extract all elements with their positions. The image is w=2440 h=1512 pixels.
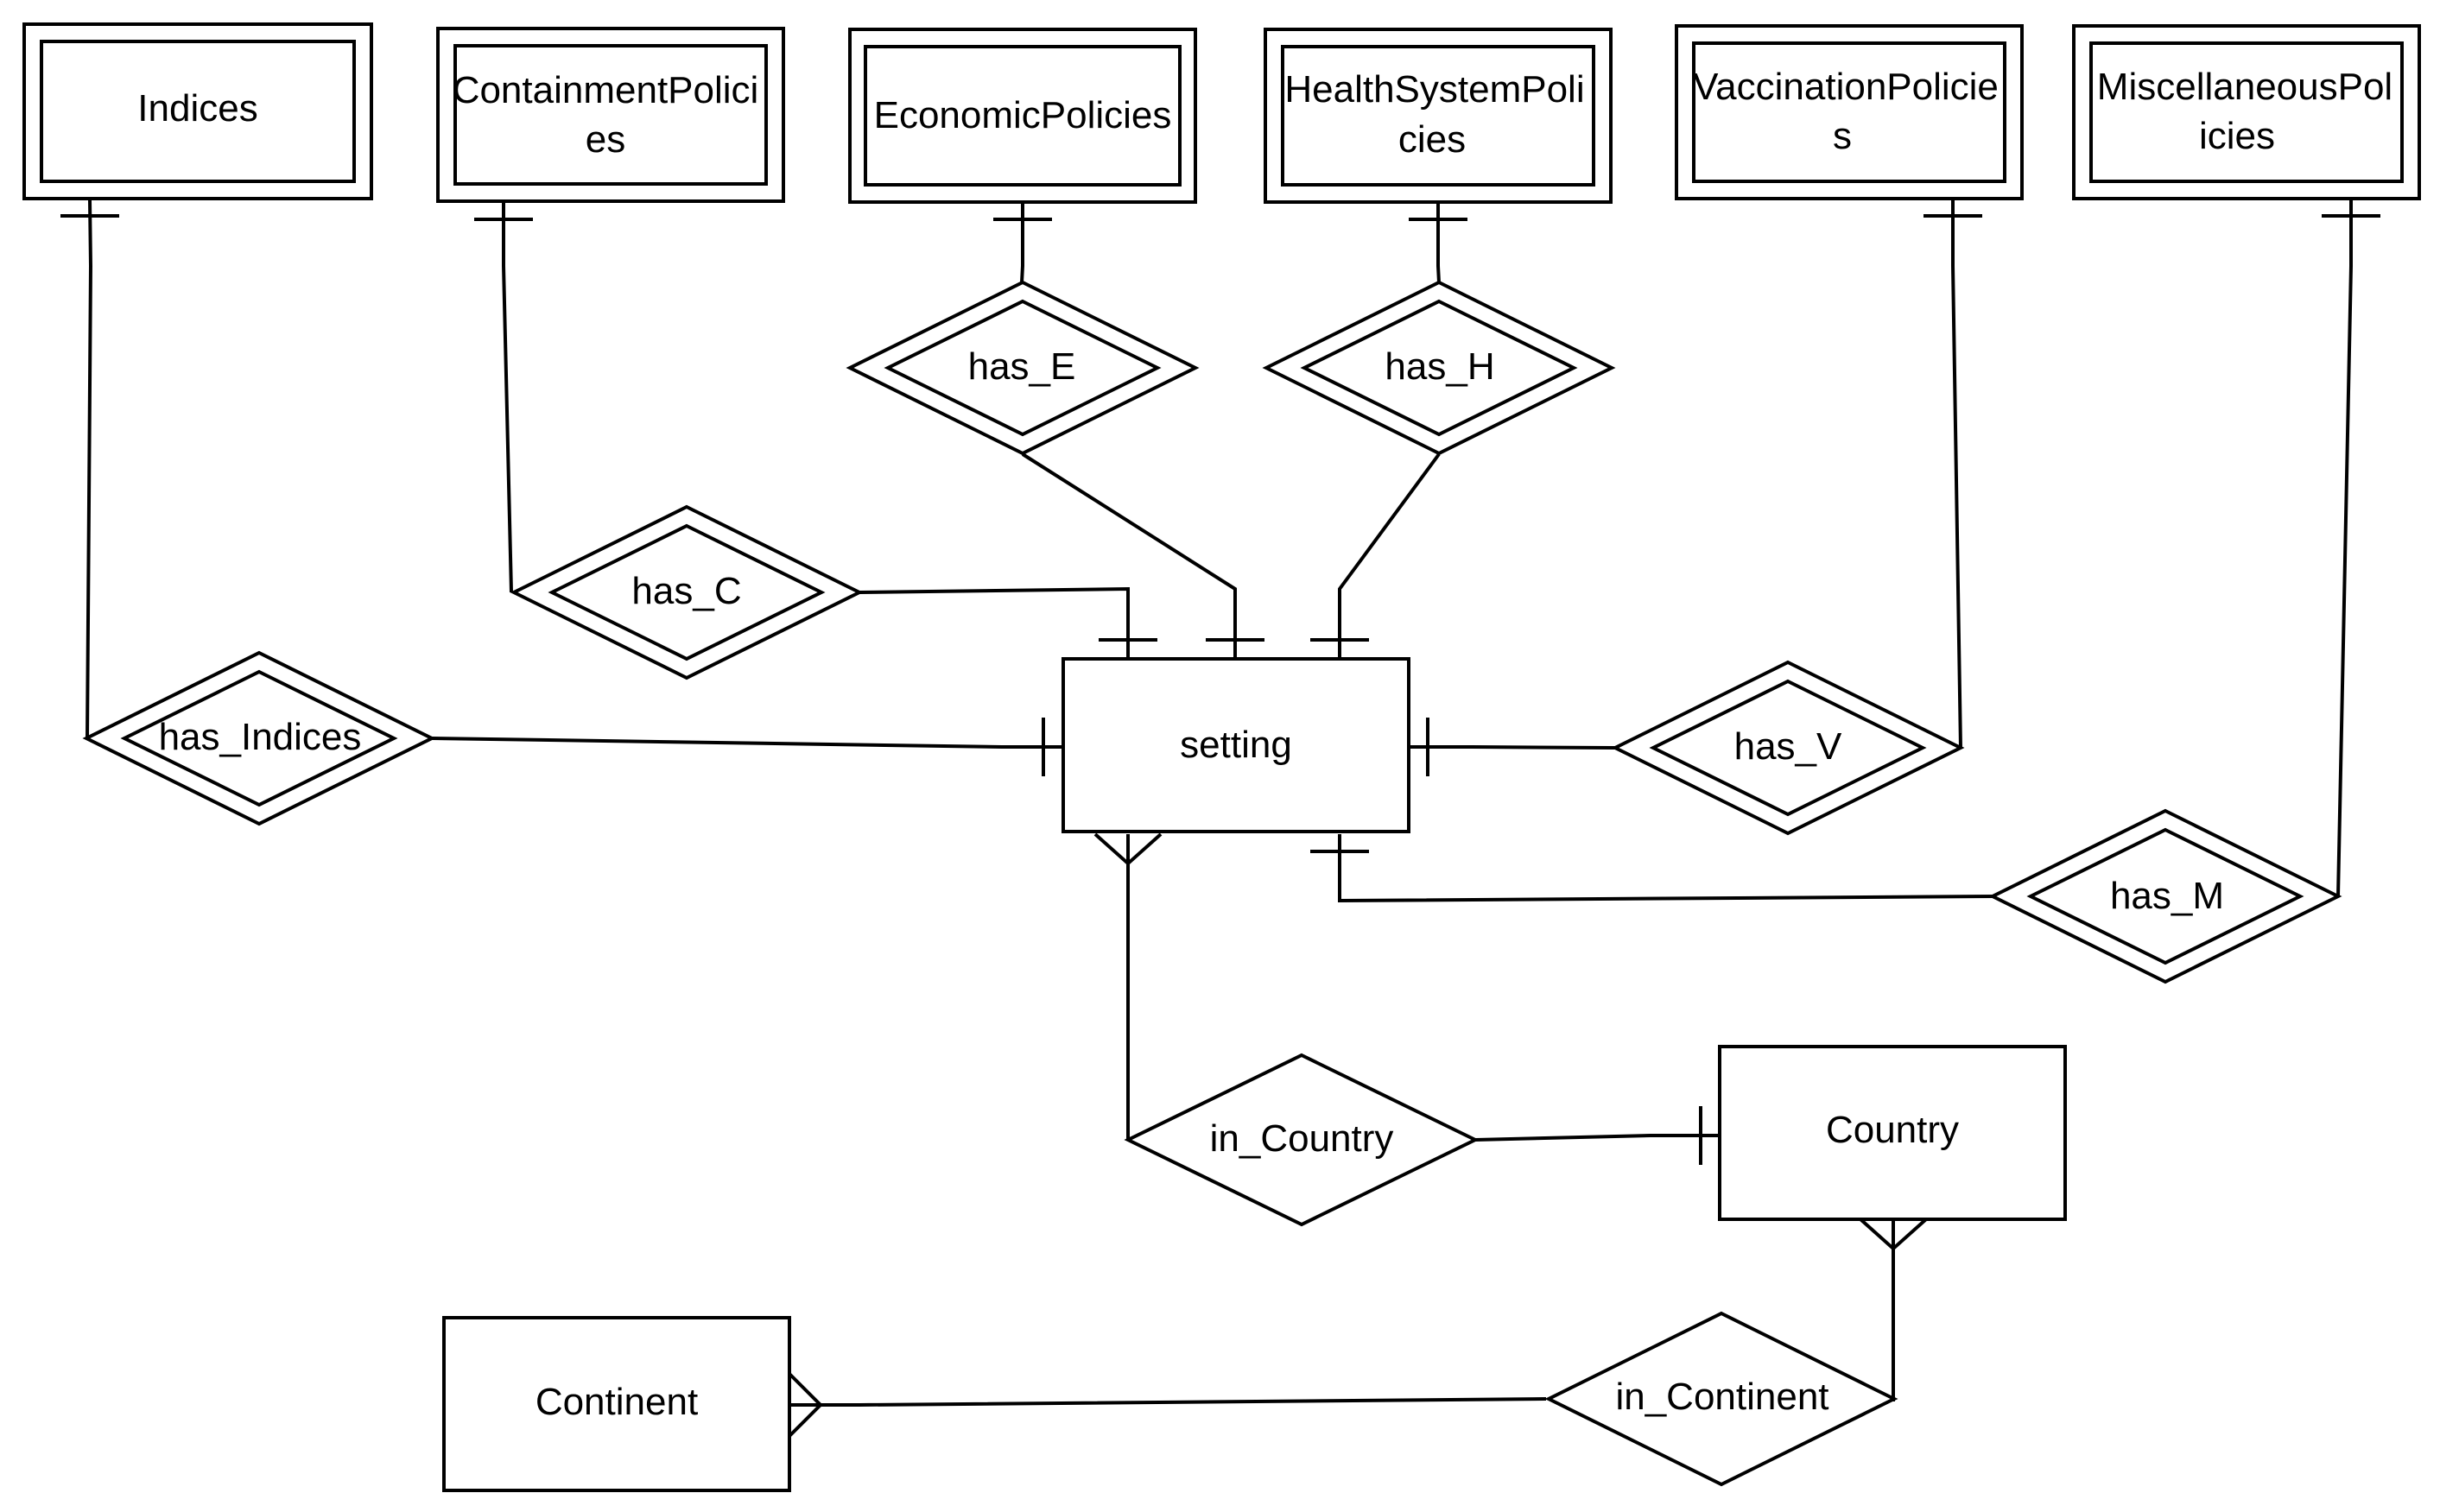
relationship-has-e[interactable]: has_E bbox=[846, 280, 1200, 456]
relationship-inner-border bbox=[548, 523, 826, 661]
entity-inner-border bbox=[1692, 41, 2006, 183]
entity-label-line-2: s bbox=[1833, 115, 1852, 157]
relationship-inner-border bbox=[884, 299, 1162, 437]
relationship-in-continent[interactable]: in_Continent bbox=[1544, 1311, 1898, 1487]
connector-has-m-setting bbox=[1338, 834, 1995, 903]
relationship-label: has_V bbox=[1734, 725, 1842, 768]
relationship-inner-border bbox=[2026, 827, 2304, 965]
entity-inner-border bbox=[453, 44, 768, 186]
relationship-inner-border bbox=[120, 669, 398, 807]
connector-misc-has-m bbox=[2336, 199, 2353, 897]
relationship-in-country[interactable]: in_Country bbox=[1124, 1053, 1480, 1227]
entity-label-line-1: VaccinationPolicie bbox=[1693, 66, 1999, 108]
connector-containment-has-c bbox=[502, 202, 513, 593]
entity-inner-border bbox=[864, 45, 1182, 187]
many-marker-setting bbox=[1093, 832, 1163, 866]
connector-has-v-setting bbox=[1409, 745, 1616, 750]
connector-has-e-setting bbox=[1021, 452, 1237, 657]
entity-label-line-2: es bbox=[586, 118, 625, 161]
entity-border bbox=[442, 1316, 791, 1492]
entity-label: EconomicPolicies bbox=[874, 94, 1172, 136]
relationship-has-h[interactable]: has_H bbox=[1262, 280, 1616, 456]
connector-health-has-h bbox=[1436, 203, 1441, 283]
entity-inner-border bbox=[2089, 41, 2404, 183]
entity-label-line-2: cies bbox=[1398, 118, 1466, 161]
entity-economic-policies[interactable]: EconomicPolicies bbox=[848, 28, 1197, 204]
entity-label-line-1: ContainmentPolici bbox=[453, 69, 759, 111]
entity-border bbox=[1062, 657, 1410, 833]
entity-vaccination-policies[interactable]: VaccinationPolicie s bbox=[1675, 24, 2024, 200]
entity-health-system-policies[interactable]: HealthSystemPoli cies bbox=[1264, 28, 1613, 204]
relationship-label: in_Country bbox=[1210, 1117, 1394, 1160]
connector-indices-has-indices bbox=[86, 199, 93, 739]
relationship-has-c[interactable]: has_C bbox=[510, 504, 864, 680]
entity-label-line-1: MiscellaneousPol bbox=[2097, 66, 2392, 108]
relationship-label: has_M bbox=[2110, 875, 2224, 917]
relationship-border bbox=[1544, 1311, 1898, 1487]
many-marker-country bbox=[1859, 1218, 1928, 1251]
relationship-label: has_Indices bbox=[159, 716, 362, 758]
entity-border bbox=[1718, 1045, 2067, 1221]
entity-label: Continent bbox=[536, 1381, 698, 1423]
relationship-border bbox=[1124, 1053, 1480, 1227]
entity-country[interactable]: Country bbox=[1718, 1045, 2067, 1221]
relationship-has-indices[interactable]: has_Indices bbox=[82, 650, 436, 826]
relationship-label: has_H bbox=[1385, 345, 1494, 388]
entity-label: Indices bbox=[137, 87, 257, 130]
connector-vaccination-has-v bbox=[1951, 199, 1962, 749]
entity-inner-border bbox=[1281, 45, 1595, 187]
relationship-has-v[interactable]: has_V bbox=[1611, 660, 1965, 836]
relationship-inner-border bbox=[1649, 679, 1927, 817]
connector-has-indices-setting bbox=[431, 737, 1062, 749]
connector-in-country-country bbox=[1474, 1134, 1720, 1142]
cardinality-markers bbox=[60, 214, 2380, 1438]
relationship-label: in_Continent bbox=[1615, 1376, 1828, 1418]
entity-label-line-1: HealthSystemPoli bbox=[1284, 68, 1584, 111]
relationship-label: has_C bbox=[631, 570, 741, 612]
connector-has-c-setting bbox=[859, 586, 1130, 657]
entity-label: setting bbox=[1180, 724, 1292, 766]
relationship-has-m[interactable]: has_M bbox=[1988, 808, 2342, 984]
relationship-label: has_E bbox=[968, 345, 1076, 388]
entity-indices[interactable]: Indices bbox=[22, 22, 373, 200]
entity-label: Country bbox=[1826, 1109, 1959, 1151]
entity-setting[interactable]: setting bbox=[1062, 657, 1410, 833]
entity-containment-policies[interactable]: ContainmentPolici es bbox=[436, 27, 785, 203]
entity-inner-border bbox=[40, 40, 356, 183]
connector-in-continent-continent bbox=[789, 1397, 1547, 1407]
connector-has-h-setting bbox=[1338, 452, 1441, 657]
entity-miscellaneous-policies[interactable]: MiscellaneousPol icies bbox=[2072, 24, 2421, 200]
connector-economic-has-e bbox=[1020, 203, 1024, 283]
many-marker-continent bbox=[788, 1372, 823, 1438]
entity-continent[interactable]: Continent bbox=[442, 1316, 791, 1492]
entity-label-line-2: icies bbox=[2199, 115, 2275, 157]
relationship-inner-border bbox=[1300, 299, 1578, 437]
